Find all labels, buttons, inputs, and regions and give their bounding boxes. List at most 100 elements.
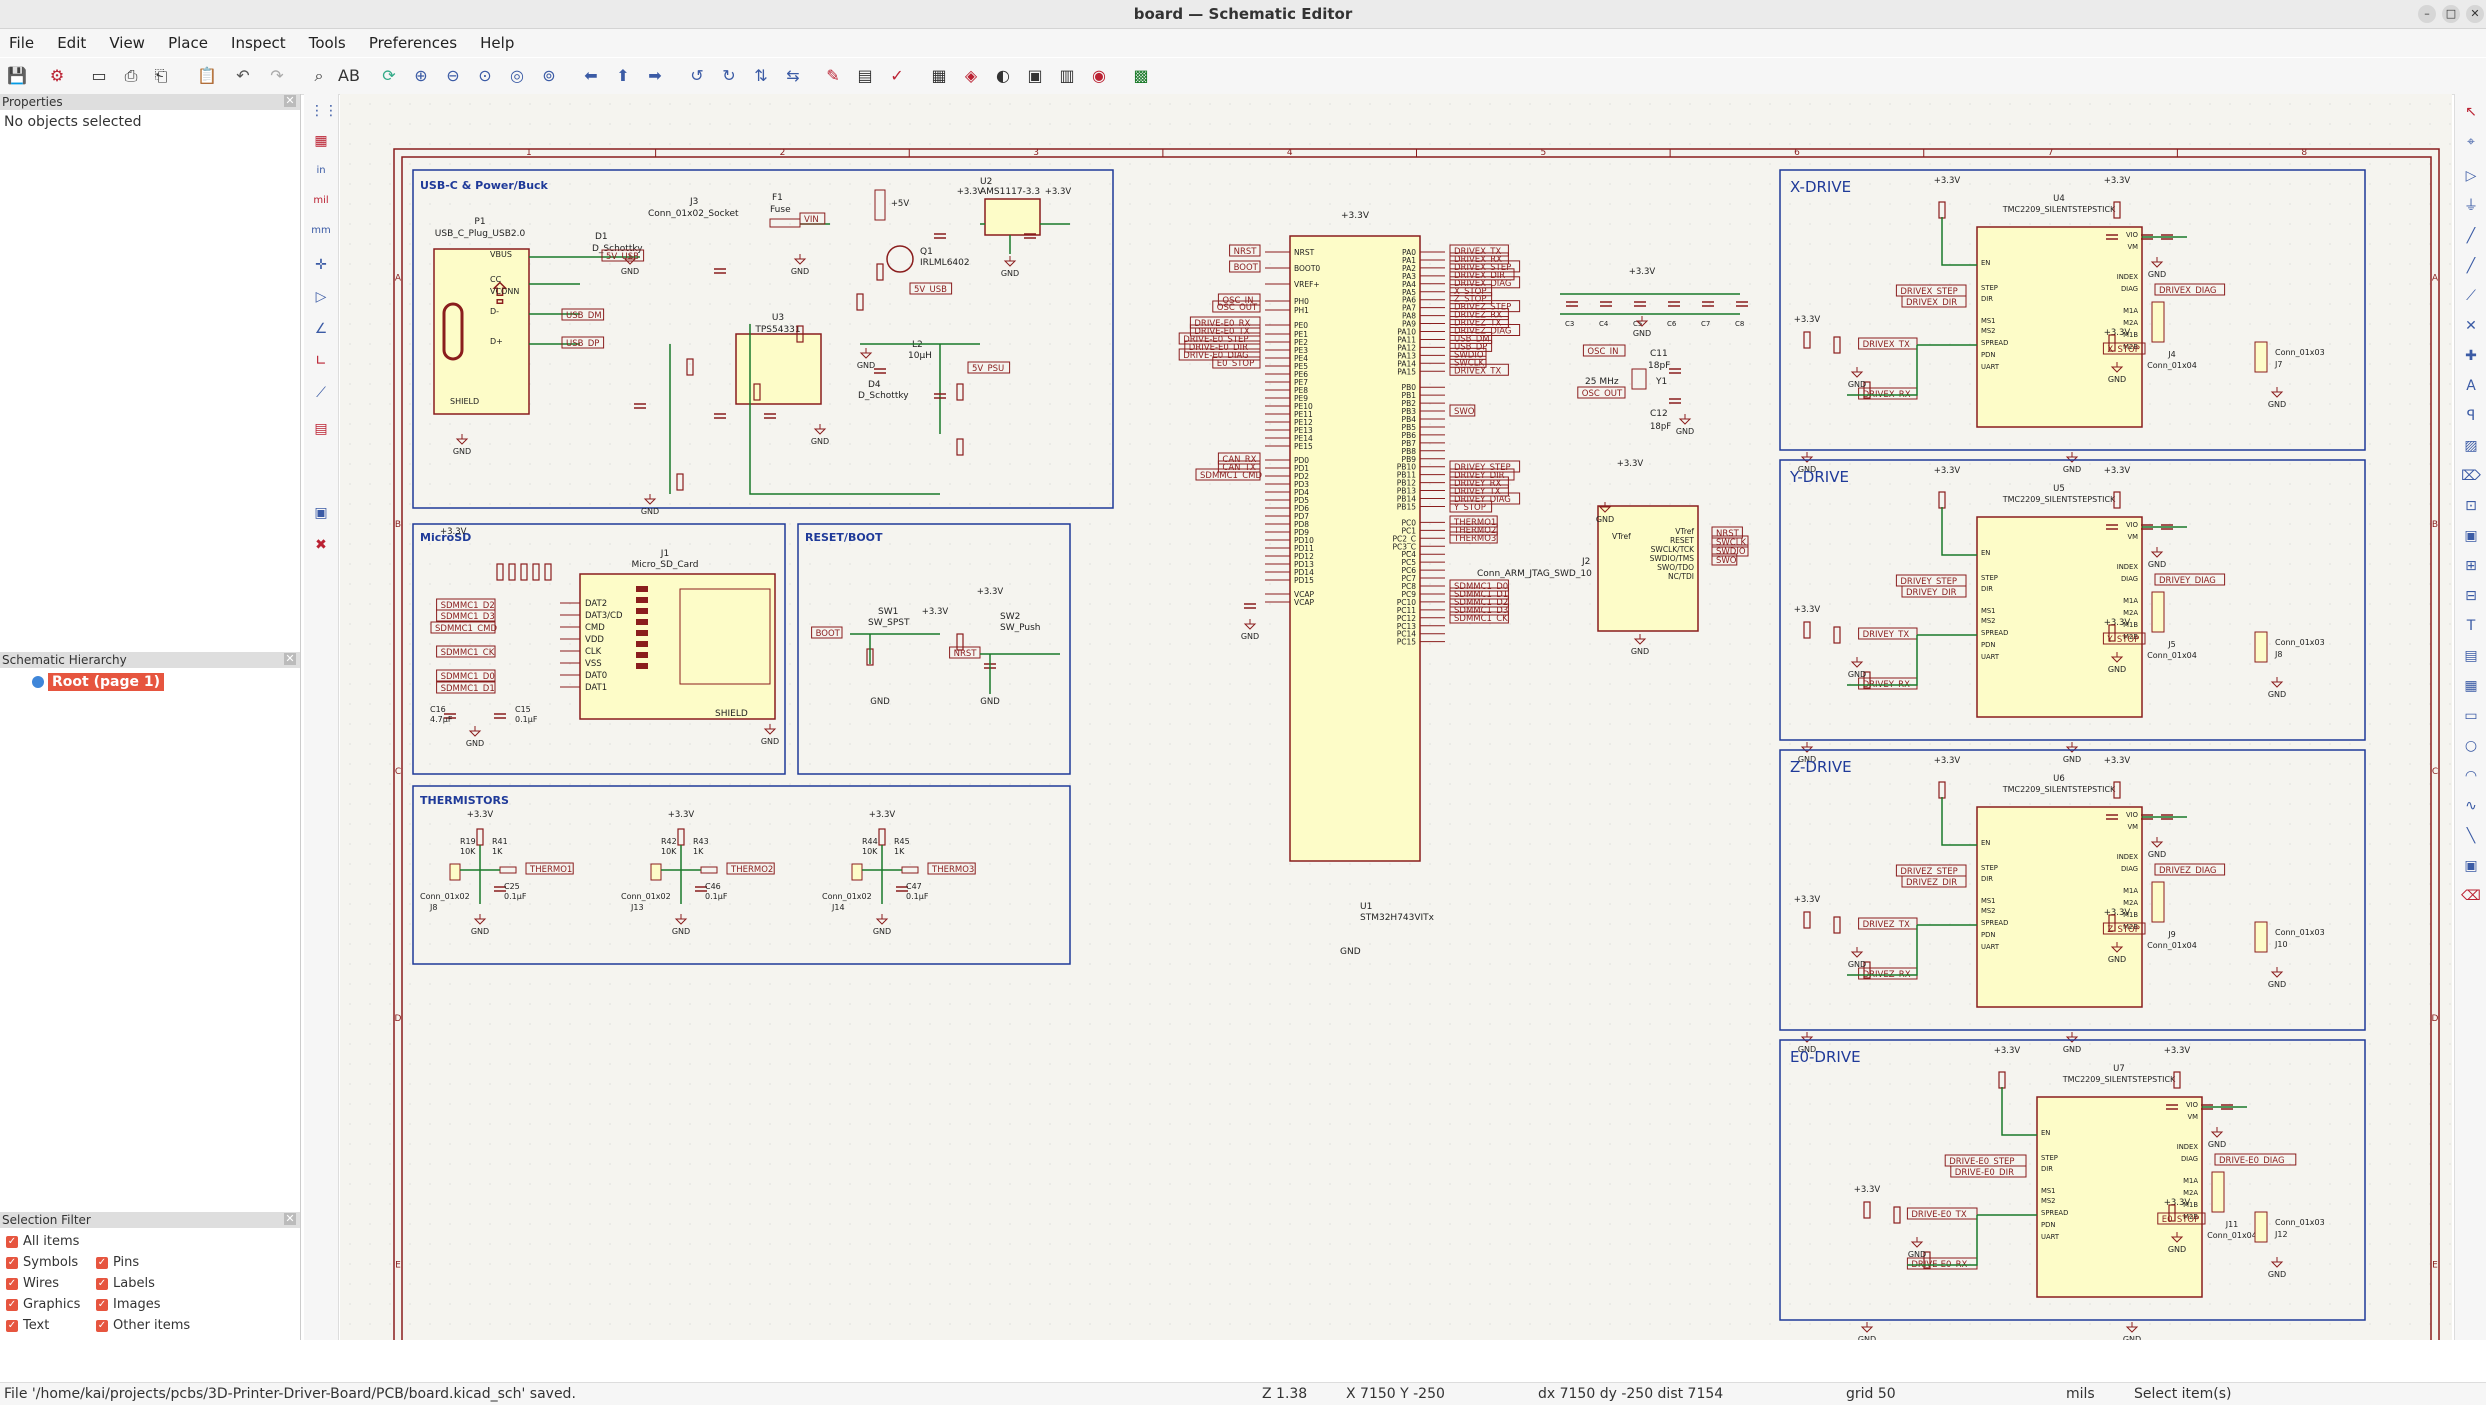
pcb-editor-icon[interactable]: ▩ bbox=[1133, 66, 1149, 85]
line-mode-icon[interactable]: ∠ bbox=[314, 321, 328, 337]
arc-icon[interactable]: ◠ bbox=[2464, 768, 2478, 784]
buck-regulator-symbol[interactable] bbox=[735, 333, 822, 405]
menu-file[interactable]: File bbox=[9, 34, 35, 52]
add-power-icon[interactable]: ⏚ bbox=[2464, 198, 2478, 214]
close-properties-icon[interactable]: ✕ bbox=[284, 94, 296, 107]
grid-icon[interactable]: ⋮⋮ bbox=[310, 103, 338, 119]
netlist-icon[interactable]: ◈ bbox=[964, 66, 978, 85]
menu-preferences[interactable]: Preferences bbox=[368, 34, 458, 52]
schematic-setup-icon[interactable]: ⚙ bbox=[49, 66, 65, 85]
mils-icon[interactable]: mil bbox=[313, 195, 329, 206]
find-icon[interactable]: ⌕ bbox=[314, 66, 324, 85]
grid-override-icon[interactable]: ▦ bbox=[314, 133, 328, 149]
filter-graphics[interactable]: ✓Graphics bbox=[6, 1297, 81, 1312]
navigate-forward-icon[interactable]: ➡ bbox=[648, 66, 662, 85]
filter-images[interactable]: ✓Images bbox=[96, 1297, 161, 1312]
annotate-icon[interactable]: ✎ bbox=[826, 66, 840, 85]
table-tool-icon[interactable]: ▦ bbox=[2464, 678, 2478, 694]
swd-connector-symbol[interactable] bbox=[1597, 505, 1699, 632]
rotate-cw-icon[interactable]: ↻ bbox=[722, 66, 736, 85]
undo-icon[interactable]: ↶ bbox=[236, 66, 250, 85]
zoom-fit-icon[interactable]: ⊙ bbox=[478, 66, 492, 85]
rotate-ccw-icon[interactable]: ↺ bbox=[690, 66, 704, 85]
zoom-objects-icon[interactable]: ◎ bbox=[510, 66, 524, 85]
line-mode-45-icon[interactable]: ⟋ bbox=[316, 385, 326, 401]
close-hierarchy-icon[interactable]: ✕ bbox=[284, 652, 296, 665]
net-label-icon[interactable]: A bbox=[2466, 378, 2476, 394]
cursor-icon[interactable]: ✛ bbox=[315, 257, 327, 273]
table-icon[interactable]: ▥ bbox=[1059, 66, 1075, 85]
save-icon[interactable]: 💾 bbox=[7, 66, 27, 85]
mosfet-symbol[interactable] bbox=[886, 245, 914, 273]
text-icon[interactable]: T bbox=[2466, 618, 2476, 634]
import-sheet-icon[interactable]: ⊟ bbox=[2465, 588, 2477, 604]
no-connect-icon[interactable]: ✕ bbox=[2465, 318, 2477, 334]
menu-edit[interactable]: Edit bbox=[57, 34, 87, 52]
rule-area-icon[interactable]: ▨ bbox=[2464, 438, 2478, 454]
delete-tool-icon[interactable]: ⌫ bbox=[2461, 888, 2481, 904]
line-mode-90-icon[interactable]: ∟ bbox=[315, 353, 327, 369]
hier-label-icon[interactable]: ⊡ bbox=[2465, 498, 2477, 514]
add-wire-icon[interactable]: ╱ bbox=[2466, 228, 2476, 244]
mirror-v-icon[interactable]: ⇅ bbox=[754, 66, 768, 85]
filter-symbols[interactable]: ✓Symbols bbox=[6, 1255, 79, 1270]
properties-toggle-icon[interactable]: ✖ bbox=[315, 537, 327, 553]
zoom-in-icon[interactable]: ⊕ bbox=[414, 66, 428, 85]
highlight-net-icon[interactable]: ⌖ bbox=[2467, 134, 2475, 150]
crystal-symbol[interactable] bbox=[1631, 368, 1647, 390]
refresh-icon[interactable]: ⟳ bbox=[382, 66, 396, 85]
sheet-pin-icon[interactable]: ⊞ bbox=[2465, 558, 2477, 574]
hierarchy-root-item[interactable]: Root (page 1) bbox=[48, 673, 164, 691]
footprint-assign-icon[interactable]: ▦ bbox=[931, 66, 947, 85]
page-settings-icon[interactable]: ▭ bbox=[91, 66, 107, 85]
mm-icon[interactable]: mm bbox=[311, 225, 331, 236]
inches-icon[interactable]: in bbox=[316, 165, 326, 176]
bus-entry-icon[interactable]: ⟋ bbox=[2466, 288, 2476, 304]
add-symbol-icon[interactable]: ▷ bbox=[2465, 168, 2477, 184]
minimize-button[interactable]: – bbox=[2418, 5, 2436, 23]
plot-icon[interactable]: ⎗ bbox=[154, 66, 168, 85]
print-icon[interactable]: ⎙ bbox=[124, 66, 138, 85]
zoom-selection-icon[interactable]: ⊚ bbox=[542, 66, 556, 85]
hierarchy-nav-icon[interactable]: ▣ bbox=[314, 505, 328, 521]
filter-text[interactable]: ✓Text bbox=[6, 1318, 50, 1333]
select-tool-icon[interactable]: ↖ bbox=[2465, 104, 2477, 120]
navigate-back-icon[interactable]: ⬅ bbox=[584, 66, 598, 85]
script-icon[interactable]: ◉ bbox=[1092, 66, 1106, 85]
menu-tools[interactable]: Tools bbox=[308, 34, 346, 52]
find-replace-icon[interactable]: AB bbox=[338, 66, 360, 85]
filter-other-items[interactable]: ✓Other items bbox=[96, 1318, 191, 1333]
circle-icon[interactable]: ○ bbox=[2464, 738, 2478, 754]
annotation-icon[interactable]: ▤ bbox=[314, 421, 328, 437]
add-bus-icon[interactable]: ╱ bbox=[2466, 258, 2476, 274]
filter-all-items[interactable]: ✓All items bbox=[6, 1234, 80, 1249]
rectangle-icon[interactable]: ▭ bbox=[2464, 708, 2478, 724]
close-button[interactable]: ✕ bbox=[2466, 5, 2484, 23]
ldo-regulator-symbol[interactable] bbox=[984, 198, 1041, 236]
paste-icon[interactable]: 📋 bbox=[197, 66, 217, 85]
menu-place[interactable]: Place bbox=[168, 34, 208, 52]
netclass-icon[interactable]: ꟼ bbox=[2466, 408, 2476, 424]
textbox-icon[interactable]: ▤ bbox=[2464, 648, 2478, 664]
microsd-card-symbol[interactable] bbox=[579, 573, 776, 720]
bom-icon[interactable]: ▣ bbox=[1027, 66, 1043, 85]
line-icon[interactable]: ╲ bbox=[2466, 828, 2476, 844]
bezier-icon[interactable]: ∿ bbox=[2465, 798, 2477, 814]
simulator-icon[interactable]: ◐ bbox=[996, 66, 1010, 85]
zoom-out-icon[interactable]: ⊖ bbox=[446, 66, 460, 85]
global-label-icon[interactable]: ⌦ bbox=[2461, 468, 2481, 484]
menu-inspect[interactable]: Inspect bbox=[231, 34, 286, 52]
navigate-up-icon[interactable]: ⬆ bbox=[616, 66, 630, 85]
mirror-h-icon[interactable]: ⇆ bbox=[786, 66, 800, 85]
filter-pins[interactable]: ✓Pins bbox=[96, 1255, 140, 1270]
filter-labels[interactable]: ✓Labels bbox=[96, 1276, 155, 1291]
hier-sheet-icon[interactable]: ▣ bbox=[2464, 528, 2478, 544]
filter-wires[interactable]: ✓Wires bbox=[6, 1276, 60, 1291]
junction-icon[interactable]: ✚ bbox=[2465, 348, 2477, 364]
erc-icon[interactable]: ✓ bbox=[890, 66, 904, 85]
menu-help[interactable]: Help bbox=[480, 34, 515, 52]
symbol-fields-icon[interactable]: ▤ bbox=[857, 66, 873, 85]
image-icon[interactable]: ▣ bbox=[2464, 858, 2478, 874]
maximize-button[interactable]: □ bbox=[2442, 5, 2460, 23]
